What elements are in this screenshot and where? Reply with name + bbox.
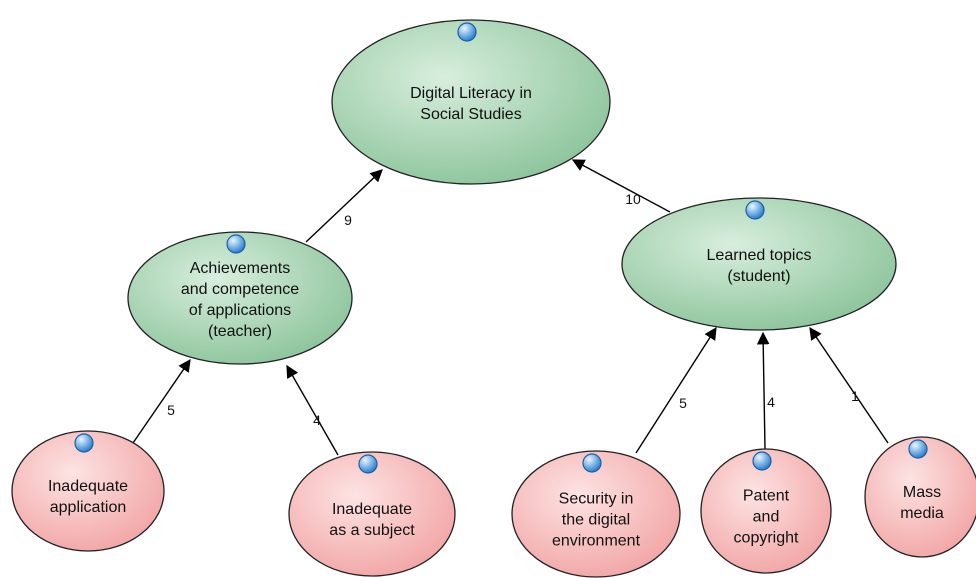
node-ellipse[interactable] xyxy=(127,231,353,365)
blue-circle-marker-icon xyxy=(582,453,602,473)
edge-inadequate-application-to-achievements-teacher xyxy=(132,358,191,444)
node-achievements-teacher[interactable] xyxy=(127,231,353,365)
edge-weight-label: 4 xyxy=(313,412,321,428)
node-ellipse[interactable] xyxy=(511,450,681,578)
edge-weight-label: 4 xyxy=(767,394,775,410)
node-mass-media[interactable] xyxy=(864,436,976,558)
edge-learned-topics-to-digital-literacy xyxy=(571,159,671,213)
node-inadequate-subject[interactable] xyxy=(288,451,456,577)
edge-mass-media-to-learned-topics xyxy=(809,326,889,444)
edge-weight-label: 1 xyxy=(851,388,859,404)
edge-weight-label: 5 xyxy=(679,395,687,411)
edge-weight-label: 5 xyxy=(167,402,175,418)
node-digital-literacy[interactable] xyxy=(331,19,611,185)
node-ellipse[interactable] xyxy=(288,451,456,577)
edge-achievements-teacher-to-digital-literacy xyxy=(305,169,383,243)
blue-circle-marker-icon xyxy=(457,22,477,42)
edge-inadequate-subject-to-achievements-teacher xyxy=(286,364,339,456)
node-ellipse[interactable] xyxy=(331,19,611,185)
node-patent-copyright[interactable] xyxy=(700,448,832,574)
node-ellipse[interactable] xyxy=(621,197,897,331)
blue-circle-marker-icon xyxy=(745,200,765,220)
node-ellipse[interactable] xyxy=(11,430,165,552)
blue-circle-marker-icon xyxy=(752,451,772,471)
edge-patent-copyright-to-learned-topics xyxy=(756,331,770,450)
node-security-digital[interactable] xyxy=(511,450,681,578)
node-ellipse[interactable] xyxy=(700,448,832,574)
blue-circle-marker-icon xyxy=(74,433,94,453)
blue-circle-marker-icon xyxy=(908,439,928,459)
blue-circle-marker-icon xyxy=(358,454,378,474)
edge-weight-label: 9 xyxy=(344,212,352,228)
blue-circle-marker-icon xyxy=(226,234,246,254)
edge-security-digital-to-learned-topics xyxy=(635,326,717,454)
node-inadequate-application[interactable] xyxy=(11,430,165,552)
node-learned-topics[interactable] xyxy=(621,197,897,331)
node-ellipse[interactable] xyxy=(864,436,976,558)
edge-weight-label: 10 xyxy=(625,191,641,207)
